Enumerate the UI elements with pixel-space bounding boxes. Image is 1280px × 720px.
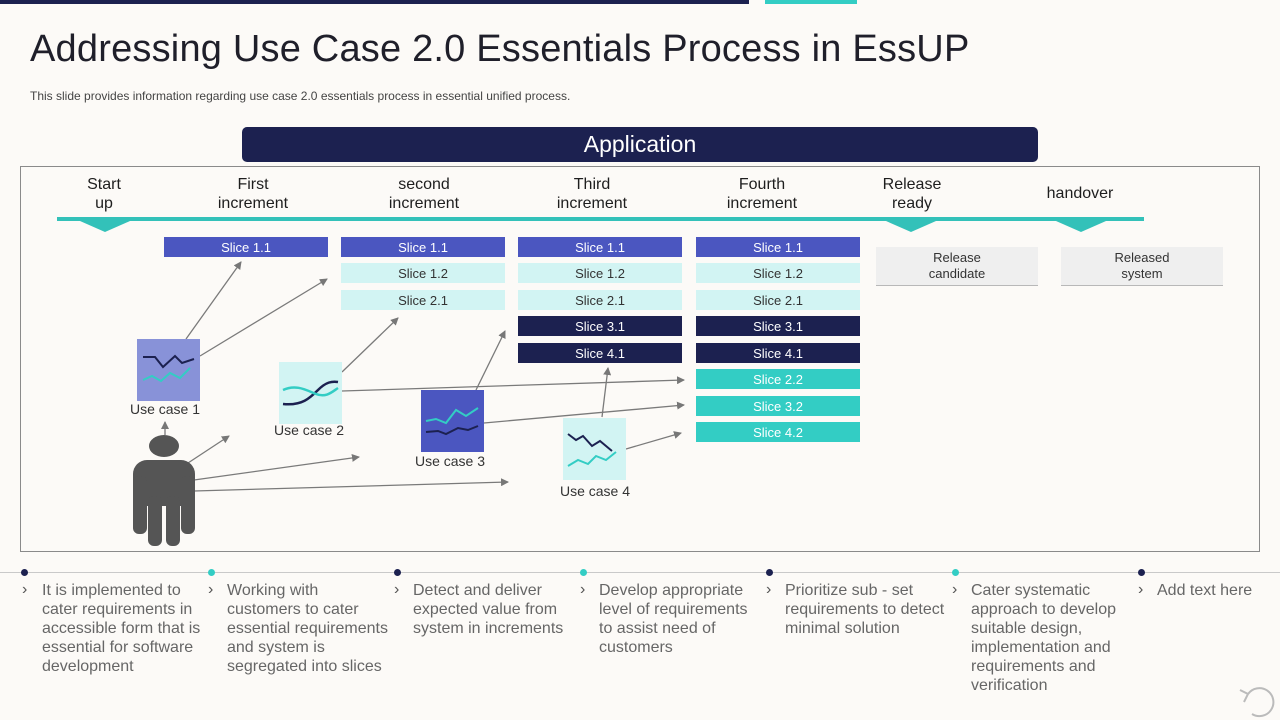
application-label: Application (583, 131, 697, 157)
application-banner: Application (242, 127, 1038, 162)
timeline-marker (80, 221, 130, 232)
released-system-box: Released system (1061, 247, 1223, 286)
bottom-point-text: Add text here (1157, 582, 1253, 599)
chevron-right-icon: › (208, 581, 214, 598)
slice-box: Slice 4.1 (696, 343, 860, 363)
slice-box: Slice 4.2 (696, 422, 860, 442)
phase-label-line: First (237, 176, 269, 193)
slice-box: Slice 1.2 (341, 263, 505, 283)
connector-arrow (187, 435, 230, 464)
user-person-icon (133, 435, 195, 546)
phase-label-line: Third (573, 176, 611, 193)
use-case-3-icon (421, 390, 484, 452)
use-case-label: Use case 2 (273, 422, 345, 438)
connector-arrow (341, 317, 399, 373)
use-case-label: Use case 4 (559, 483, 631, 499)
bottom-point-text: Working with customers to cater essentia… (227, 582, 388, 675)
phase-label-line: increment (388, 195, 460, 212)
phase-label-line: increment (217, 195, 289, 212)
phase-label-line: Fourth (738, 176, 786, 193)
slice-box: Slice 2.1 (696, 290, 860, 310)
slice-box: Slice 3.1 (518, 316, 682, 336)
phase-first-increment: First increment (218, 175, 288, 213)
bullet-dot (394, 569, 401, 576)
connector-arrow (601, 367, 612, 418)
slice-box: Slice 1.2 (518, 263, 682, 283)
phase-handover: handover (1047, 184, 1114, 203)
connector-arrow (475, 330, 506, 391)
use-case-4-icon (563, 418, 626, 480)
slice-box: Slice 1.1 (164, 237, 328, 257)
bullet-dot (21, 569, 28, 576)
phase-fourth-increment: Fourth increment (727, 175, 797, 213)
release-box-line: Release (933, 250, 981, 265)
phase-label-line: second (398, 176, 450, 193)
connector-arrow (193, 454, 360, 481)
diagram-frame (20, 166, 1260, 552)
chevron-right-icon: › (766, 581, 772, 598)
phase-start-up: Start up (87, 175, 121, 213)
timeline-bar (57, 217, 1144, 221)
connector-arrow (341, 376, 685, 392)
top-accent-bar-dark (0, 0, 749, 4)
chevron-right-icon: › (1138, 581, 1144, 598)
connector-arrow (193, 478, 509, 492)
slice-box: Slice 1.2 (696, 263, 860, 283)
phase-second-increment: second increment (389, 175, 459, 213)
phase-label-line: increment (556, 195, 628, 212)
phase-label-line: Start (87, 176, 121, 193)
slice-box: Slice 1.1 (518, 237, 682, 257)
bottom-point-text: Prioritize sub - set requirements to det… (785, 582, 945, 637)
bottom-point-text: Develop appropriate level of requirement… (599, 582, 748, 656)
slice-box: Slice 1.1 (696, 237, 860, 257)
phase-label-line: handover (1046, 185, 1114, 202)
timeline-marker (886, 221, 936, 232)
bottom-divider (0, 572, 1280, 573)
page-subtitle: This slide provides information regardin… (30, 89, 571, 103)
connector-arrow (199, 278, 328, 357)
page-title: Addressing Use Case 2.0 Essentials Proce… (30, 28, 970, 70)
bullet-dot (208, 569, 215, 576)
refresh-icon (1239, 687, 1275, 718)
slice-box: Slice 3.2 (696, 396, 860, 416)
connector-arrow (185, 261, 242, 340)
use-case-label: Use case 3 (414, 453, 486, 469)
slice-box: Slice 2.1 (341, 290, 505, 310)
release-box-line: Released (1114, 250, 1170, 265)
release-box-line: system (1121, 266, 1163, 281)
bullet-dot (952, 569, 959, 576)
release-candidate-box: Release candidate (876, 247, 1038, 286)
slice-box: Slice 1.1 (341, 237, 505, 257)
chevron-right-icon: › (22, 581, 28, 598)
connector-arrow (625, 431, 682, 450)
slice-box: Slice 3.1 (696, 316, 860, 336)
use-case-label: Use case 1 (129, 401, 201, 417)
use-case-2-icon (279, 362, 342, 424)
phase-release-ready: Release ready (883, 175, 942, 213)
chevron-right-icon: › (580, 581, 586, 598)
bottom-point-text: It is implemented to cater requirements … (42, 582, 201, 675)
timeline-marker (1056, 221, 1106, 232)
chevron-right-icon: › (394, 581, 400, 598)
slice-box: Slice 2.1 (518, 290, 682, 310)
bottom-point-text: Cater systematic approach to develop sui… (971, 582, 1116, 694)
bottom-point-text: Detect and deliver expected value from s… (413, 582, 564, 637)
phase-third-increment: Third increment (557, 175, 627, 213)
bullet-dot (766, 569, 773, 576)
phase-label-line: up (95, 195, 113, 212)
chevron-right-icon: › (952, 581, 958, 598)
use-case-1-icon (137, 339, 200, 401)
slice-box: Slice 2.2 (696, 369, 860, 389)
top-accent-bar-teal (765, 0, 857, 4)
connector-arrow (483, 401, 685, 424)
bullet-dot (580, 569, 587, 576)
phase-label-line: increment (726, 195, 798, 212)
phase-label-line: ready (891, 195, 933, 212)
phase-label-line: Release (882, 176, 942, 193)
release-box-line: candidate (928, 266, 986, 281)
slice-box: Slice 4.1 (518, 343, 682, 363)
bullet-dot (1138, 569, 1145, 576)
